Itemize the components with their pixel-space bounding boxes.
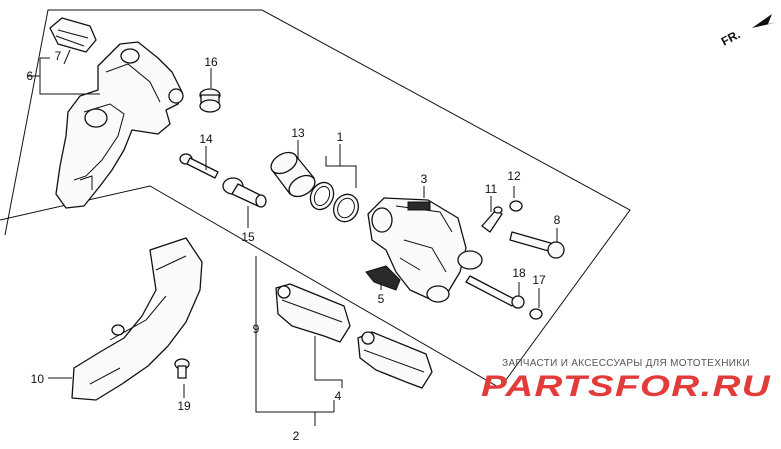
leader-lines [28, 49, 558, 426]
part-3-caliper-body [367, 197, 483, 303]
part-8-caliper-bolt [509, 231, 565, 259]
part-18-pad-pin [465, 275, 525, 309]
callout-7: 7 [55, 49, 62, 63]
front-direction-indicator: FR. [719, 14, 778, 49]
callout-6: 6 [26, 69, 33, 83]
callout-15: 15 [241, 230, 255, 244]
callout-3: 3 [421, 172, 428, 186]
watermark-tagline: ЗАПЧАСТИ И АКСЕССУАРЫ ДЛЯ МОТОТЕХНИКИ [502, 358, 750, 369]
assembly-boundary-outer [4, 9, 631, 389]
part-14-pin-bolt [179, 153, 219, 179]
callout-10: 10 [31, 372, 45, 386]
callout-5: 5 [378, 292, 385, 306]
callout-18: 18 [512, 266, 526, 280]
callout-labels: 6 7 16 14 15 13 1 3 11 12 8 5 18 17 9 4 … [26, 49, 560, 443]
part-19-bolt [174, 358, 190, 379]
part-6-caliper-bracket [55, 41, 184, 209]
callout-17: 17 [532, 273, 546, 287]
callout-4: 4 [335, 389, 342, 403]
part-12-bleeder-cap [509, 200, 523, 212]
callout-19: 19 [177, 399, 191, 413]
part-16-dust-cap [199, 88, 221, 113]
callout-14: 14 [199, 132, 213, 146]
callout-16: 16 [204, 55, 218, 69]
watermark-logo: PARTSFOR.RU [481, 370, 771, 403]
part-5-pad-retainer [365, 265, 401, 291]
callout-2: 2 [293, 429, 300, 443]
callout-12: 12 [507, 169, 521, 183]
part-13-piston [270, 151, 316, 198]
callout-9: 9 [253, 322, 260, 336]
assembly-boundary-inner [0, 185, 501, 389]
part-7-pad-spring-clip [49, 17, 97, 53]
part-15-pin [222, 177, 267, 208]
callout-8: 8 [554, 213, 561, 227]
part-4-brake-pad [357, 331, 433, 389]
part-1-piston-seals [309, 181, 360, 223]
part-10-disc-guard [71, 237, 203, 401]
callout-11: 11 [485, 182, 498, 196]
part-9-brake-pad [275, 283, 351, 343]
callout-1: 1 [337, 130, 344, 144]
callout-13: 13 [291, 126, 305, 140]
front-arrow-icon [752, 14, 778, 28]
part-11-bleeder-valve [481, 206, 503, 233]
watermark: ЗАПЧАСТИ И АКСЕССУАРЫ ДЛЯ МОТОТЕХНИКИ PA… [481, 358, 771, 403]
part-17-plug [529, 308, 543, 320]
front-label: FR. [719, 27, 743, 48]
